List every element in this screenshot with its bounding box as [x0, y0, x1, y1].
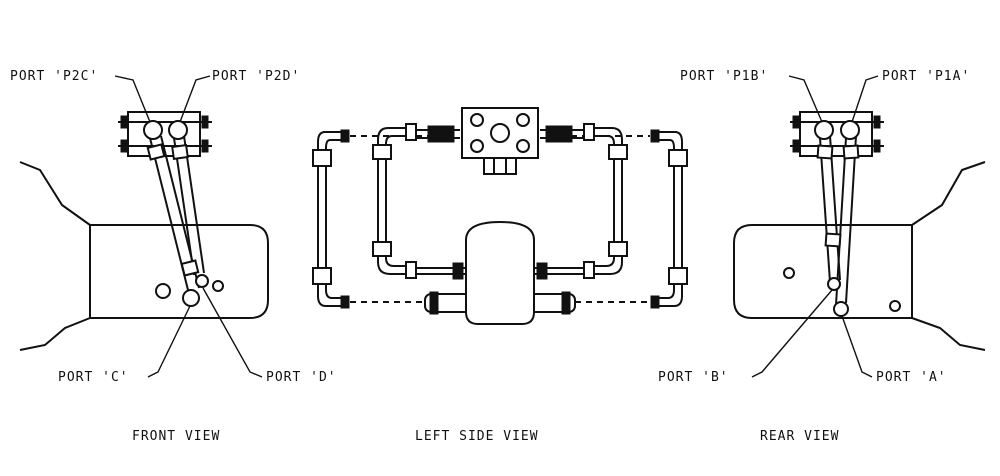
- rear-plate-hole: [889, 300, 901, 312]
- label-port-p1b: PORT 'P1B': [680, 69, 768, 84]
- front-view: PORT 'P2C' PORT 'P2D' PORT 'C' PORT 'D' …: [10, 69, 337, 444]
- leader-a: [841, 315, 873, 378]
- port-c-fitting: [182, 289, 200, 307]
- label-port-p2c: PORT 'P2C': [10, 69, 98, 84]
- front-plate-hole: [155, 283, 171, 299]
- port-p2c-fitting: [143, 120, 163, 140]
- rear-mounting-plate: [733, 224, 913, 319]
- label-port-p2d: PORT 'P2D': [212, 69, 300, 84]
- title-front-view: FRONT VIEW: [132, 429, 220, 444]
- label-port-d: PORT 'D': [266, 370, 337, 385]
- front-frame-upper-edge: [19, 161, 91, 226]
- port-d-fitting: [195, 274, 209, 288]
- inner-hose-left: [377, 127, 410, 275]
- leader-b: [751, 289, 833, 378]
- rear-valve-bolts: [790, 115, 884, 153]
- outer-left-fitting-bottom: [312, 267, 332, 285]
- label-port-a: PORT 'A': [876, 370, 947, 385]
- side-valve-base: [483, 157, 517, 175]
- leader-p2c: [114, 75, 151, 123]
- left-side-view: LEFT SIDE VIEW: [312, 107, 688, 444]
- label-port-b: PORT 'B': [658, 370, 729, 385]
- rear-frame-lower-edge: [911, 317, 986, 351]
- leader-c: [147, 305, 191, 378]
- leader-p2d: [179, 75, 211, 123]
- port-b-fitting: [827, 277, 841, 291]
- inner-hose-right: [590, 127, 623, 275]
- front-frame-lower-edge: [19, 317, 91, 351]
- outer-hose-left: [317, 131, 345, 307]
- front-valve-bolts: [118, 115, 212, 153]
- leader-p1a: [851, 75, 879, 123]
- port-p2d-fitting: [168, 120, 188, 140]
- leader-p1b: [788, 75, 823, 123]
- port-a-fitting: [833, 301, 849, 317]
- rear-valve-block: [799, 111, 873, 157]
- port-p1b-fitting: [814, 120, 834, 140]
- title-rear-view: REAR VIEW: [760, 429, 839, 444]
- rear-view: PORT 'P1B' PORT 'P1A' PORT 'B' PORT 'A' …: [658, 69, 986, 444]
- label-port-c: PORT 'C': [58, 370, 129, 385]
- label-port-p1a: PORT 'P1A': [882, 69, 970, 84]
- outer-hose-right: [655, 131, 683, 307]
- front-plate-hole-small: [212, 280, 224, 292]
- valve-right-fitting: [545, 125, 573, 143]
- title-left-side-view: LEFT SIDE VIEW: [415, 429, 539, 444]
- center-tank: [465, 220, 535, 325]
- front-mounting-plate: [89, 224, 269, 319]
- outer-right-fitting-bottom: [668, 267, 688, 285]
- valve-left-fitting: [427, 125, 455, 143]
- rear-hoses: [816, 135, 860, 306]
- port-p1a-fitting: [840, 120, 860, 140]
- outer-right-fitting-top: [668, 149, 688, 167]
- rear-frame-upper-edge: [911, 161, 986, 226]
- outer-left-fitting-top: [312, 149, 332, 167]
- rear-plate-hole-small: [783, 267, 795, 279]
- leader-d: [202, 287, 263, 378]
- front-hoses: [146, 135, 205, 291]
